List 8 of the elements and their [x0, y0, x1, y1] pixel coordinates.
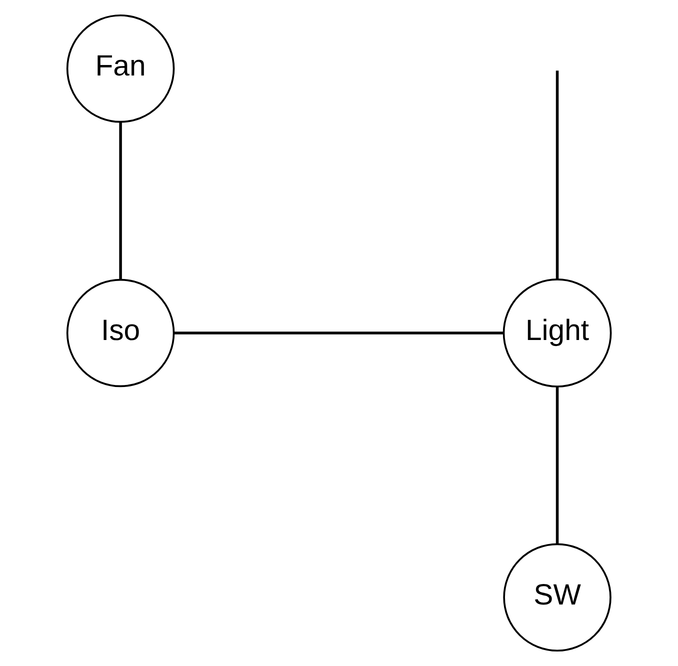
- connector: [119, 122, 122, 280]
- node-circle: SW: [503, 543, 612, 652]
- node-circle: Iso: [66, 278, 175, 388]
- node-circle: Light: [502, 278, 612, 388]
- connector: [556, 70, 559, 280]
- node-circle: Fan: [66, 14, 175, 123]
- connector: [174, 332, 504, 334]
- connector: [556, 386, 559, 544]
